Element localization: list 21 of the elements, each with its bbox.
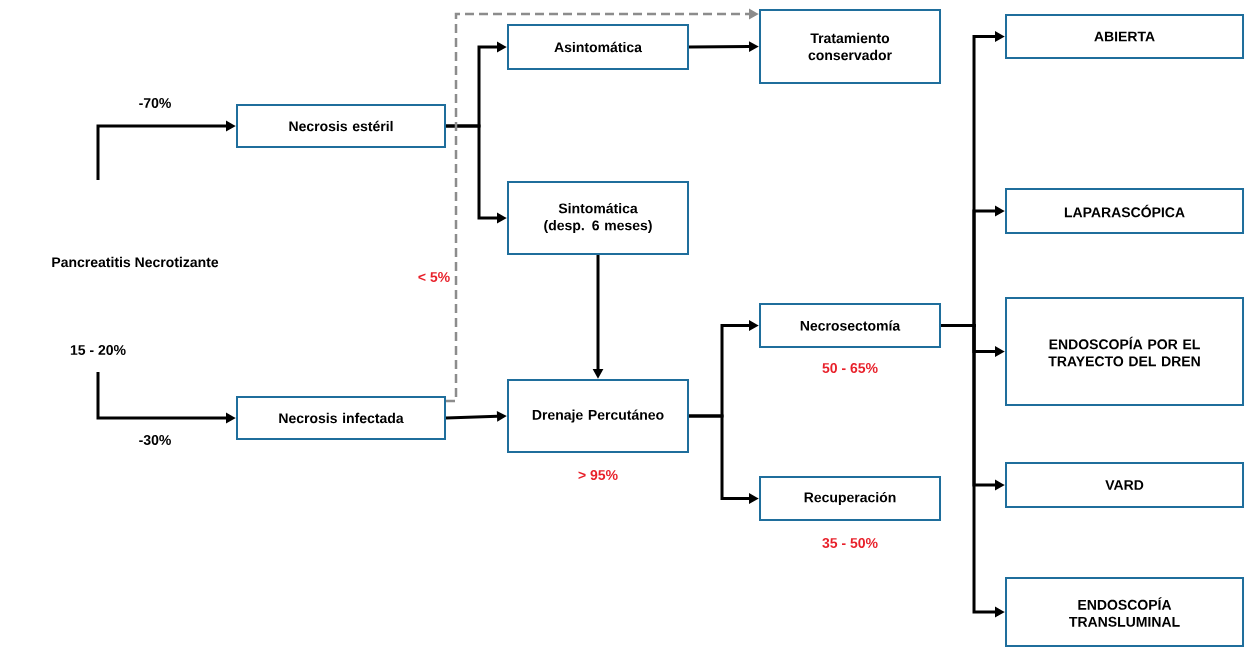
process-box: Necrosis estéril	[236, 104, 446, 148]
edge-label: < 5%	[416, 271, 452, 283]
process-box: Drenaje Percutáneo	[507, 379, 689, 453]
edge-label: -30%	[137, 434, 173, 446]
process-box: Sintomática (desp. 6 meses)	[507, 181, 689, 255]
process-box: Asintomática	[507, 24, 689, 70]
edge-label: -70%	[137, 97, 173, 109]
process-box: Necrosis infectada	[236, 396, 446, 440]
percentage-label: 50 - 65%	[822, 363, 878, 373]
percentage-label: > 95%	[578, 470, 618, 480]
percentage-label: 35 - 50%	[822, 538, 878, 548]
process-box: ENDOSCOPÍA TRANSLUMINAL	[1005, 577, 1244, 647]
process-box: Necrosectomía	[759, 303, 941, 348]
label-text: 15 - 20%	[70, 345, 126, 355]
process-box: VARD	[1005, 462, 1244, 508]
process-box: ABIERTA	[1005, 14, 1244, 59]
process-box: LAPARASCÓPICA	[1005, 188, 1244, 234]
process-box: Recuperación	[759, 476, 941, 521]
process-box: Tratamiento conservador	[759, 9, 941, 84]
label-text: Pancreatitis Necrotizante	[52, 256, 219, 268]
process-box: ENDOSCOPÍA POR EL TRAYECTO DEL DREN	[1005, 297, 1244, 406]
